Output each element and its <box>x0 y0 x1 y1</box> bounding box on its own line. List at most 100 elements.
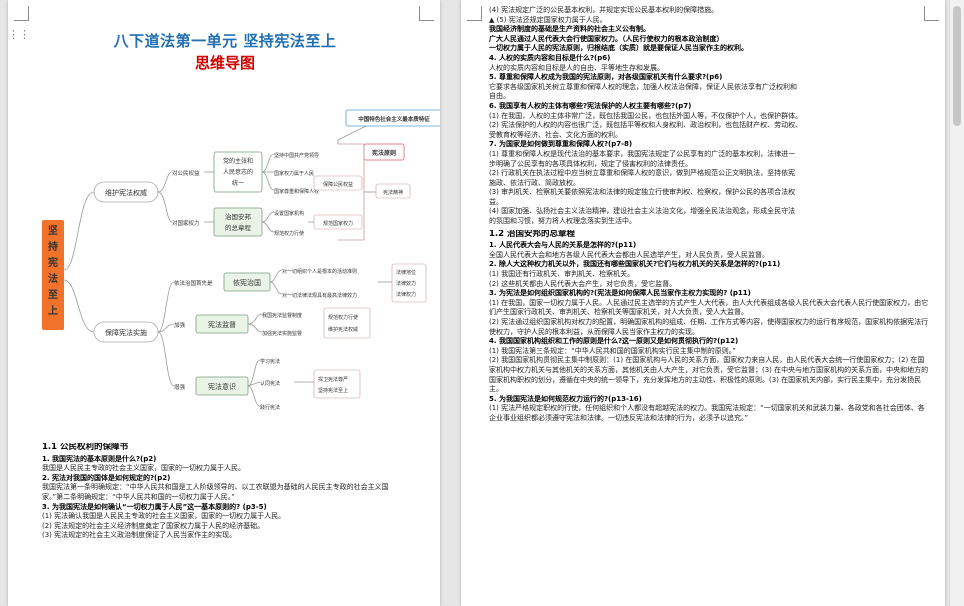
answer-line: 全国人民代表大会和地方各级人民代表大会都由人民选举产生，对人民负责，受人民监督。 <box>489 250 769 259</box>
answer-line: 我国是人民民主专政的社会主义国家，国家的一切权力属于人民。 <box>42 464 245 473</box>
question-line: 1. 人民代表大会与人民的关系是怎样的?(p11) <box>489 241 637 250</box>
section-heading: 1.2 治国安邦的总章程 <box>489 229 576 239</box>
branch-uphold-constitution: 维护宪法权威 <box>105 188 147 197</box>
answer-line: 人权的实质内容和目标是人的自由、平等地生存和发展。 <box>489 63 664 72</box>
doc-title: 八下道法第一单元 坚持宪法至上 <box>113 32 337 50</box>
item-practice-constitution: 践行宪法 <box>260 404 280 411</box>
drag-handle-icon[interactable]: ⋮⋮ <box>8 28 30 41</box>
item-power-belongs-people: 国家权力属于人民 <box>274 170 314 177</box>
item-party-leadership: 坚持中国共产党领导 <box>274 152 319 159</box>
answer-line: (2) 宪法保护的人权的内容也很广泛，既包括平等权和人身权利、政治权利，也包括财… <box>489 121 803 130</box>
question-line: 5. 为我国宪法是如何规范权力运行的?(p13-16) <box>489 394 642 403</box>
answer-line: ▲ (5) 宪法还规定国家权力属于人民。 <box>489 15 607 24</box>
answer-line: (2) 我国国家机构贯彻民主集中制原则：(1) 在国家机构与人民的关系方面，国家… <box>489 356 929 394</box>
scrollbar-thumb[interactable] <box>953 6 961 126</box>
answer-line: (4) 国家加强、弘扬社会主义法治精神，建设社会主义法治文化，增强全民法治观念，… <box>489 207 796 216</box>
answer-line: (2) 行政机关在执法过程中应当树立尊重和保障人权的意识，做到严格规范公正文明执… <box>489 169 796 178</box>
page-corner-mark <box>467 6 482 21</box>
answer-line: (1) 我国还有行政机关、审判机关、检察机关。 <box>489 270 635 279</box>
answer-line: (2) 这些机关都由人民代表大会产生，对它负责，受它监督。 <box>489 279 677 288</box>
item-regulate-power: 规范权力行使 <box>274 230 304 237</box>
right-page-text: (4) 宪法规定广泛的公民基本权利，并规定实现公民基本权利的保障措施。▲ (5)… <box>489 6 929 424</box>
branch2-sub1-label: 依法治国首先是 <box>174 279 213 287</box>
label-regulate-state-power: 规范国家权力 <box>323 220 353 227</box>
page-corner-mark <box>14 6 29 21</box>
branch1-sub2-label: 对国家权力 <box>172 219 200 227</box>
box-governance-line1: 治国安邦 <box>225 212 252 221</box>
question-line: 5. 尊重和保障人权成为我国的宪法原则，对各级国家机关有什么要求?(p6) <box>489 73 723 82</box>
branch-ensure-implementation: 保障宪法实施 <box>105 328 147 337</box>
box-govern-by-constitution: 依宪治国 <box>233 278 261 287</box>
question-line: 2. 除人大这种权力机关以外，我国还有哪些国家机关?它们与权力机关的关系是怎样的… <box>489 260 781 269</box>
question-line: 一切权力属于人民的宪法原则，归根结底（实质）就是要保证人民当家作主的权利。 <box>489 44 748 53</box>
branch1-sub1-label: 对公民权益 <box>172 169 200 177</box>
label-constitution-supreme: 坚持宪法至上 <box>318 387 348 394</box>
label-legal-status: 法律地位 <box>396 269 416 276</box>
branch2-sub3-label: 增强 <box>174 383 186 391</box>
answer-line: (2) 宪法规定的社会主义经济制度奠定了国家权力属于人民的经济基础。 <box>42 521 265 530</box>
question-line: 3. 为宪法是如何组织国家机构的?(宪法是如何保障人民当家作主权力实现的? (p… <box>489 289 751 298</box>
item-supervision-system: 我国宪法监督制度 <box>262 312 302 319</box>
item-human-rights: 国家尊重和保障人权 <box>274 188 319 195</box>
answer-line: 益。 <box>489 197 503 206</box>
answer-line: (1) 尊重和保障人权是现代法治的基本要求，我国宪法规定了公民享有的广泛的基本权… <box>489 149 796 158</box>
question-line: 广大人民通过人民代表大会行使国家权力。（人民行使权力的根本政治制度） <box>489 34 724 43</box>
box-constitution-principle: 宪法原则 <box>371 149 396 157</box>
answer-line: 我国宪法第一条明确规定：“中华人民共和国是工人阶级领导的、以工农联盟为基础的人民… <box>42 483 389 492</box>
question-line: 我国经济制度的基础是生产资料的社会主义公有制。 <box>489 25 650 34</box>
answer-line: (3) 宪法规定的社会主义政治制度保证了人民当家作主的实现。 <box>42 531 237 540</box>
label-uphold-authority: 维护宪法权威 <box>328 326 358 333</box>
mind-map: 坚持宪法至上 <box>42 109 440 411</box>
label-regulate-power-exercise: 规范权力行使 <box>328 314 358 321</box>
box-governance-line2: 的总章程 <box>225 223 252 232</box>
answer-line: 步明确了公民享有的各项具体权利，规定了侵害权利的法律责任。 <box>489 159 692 168</box>
box-constitution-supervision: 宪法监督 <box>208 320 236 329</box>
answer-line: 它要求各级国家机关树立尊重和保障人权的理念，加强人权法治保障，保证人民依法享有广… <box>489 82 797 91</box>
mindmap-root-label: 坚持宪法至上 <box>48 224 58 317</box>
answer-line: 施政、依法行政、简政放权。 <box>489 178 580 187</box>
answer-line: (4) 宪法规定广泛的公民基本权利，并规定实现公民基本权利的保障措施。 <box>489 6 719 14</box>
answer-line: 的氛围和习惯，努力将人权理念落实到生活中。 <box>489 217 636 226</box>
answer-line: (3) 审判机关、检察机关要依照宪法和法律的规定独立行使审判权、检察权，保护公民… <box>489 188 796 197</box>
label-socialism-feature: 中国特色社会主义最本质特征 <box>358 115 430 123</box>
box-party-people-line2: 人民意志的 <box>223 168 253 176</box>
answer-line: (1) 宪法确认我国是人民民主专政的社会主义国家，国家的一切权力属于人民。 <box>42 512 286 521</box>
question-line: 3. 为我国宪法是如何确认“一切权力属于人民”这一基本原则的? (p3-5) <box>42 502 267 511</box>
vertical-scrollbar[interactable] <box>949 0 964 606</box>
page-corner-mark <box>924 6 939 21</box>
question-line: 4. 人权的实质内容和目标是什么?(p6) <box>489 53 611 62</box>
box-party-people-line3: 统一 <box>232 179 244 187</box>
item-strengthen-supervision: 加强宪法实施监督 <box>262 330 302 337</box>
question-line: 4. 我国国家机构组织和工作的原则是什么?这一原则又是如何贯彻执行的?(p12) <box>489 337 739 346</box>
label-legal-power: 法律权力 <box>396 291 416 298</box>
answer-line: (1) 我国宪法第三条规定：“中华人民共和国的国家机构实行民主集中制的原则。” <box>489 346 736 355</box>
document-page-right: (4) 宪法规定广泛的公民基本权利，并规定实现公民基本权利的保障措施。▲ (5)… <box>461 0 945 606</box>
left-page-text: 1.1 公民权利的保障书 1. 我国宪法的基本原则是什么?(p2)我国是人民民主… <box>42 440 434 541</box>
answer-line: 家。”第二条明确规定：“中华人民共和国的一切权力属于人民。” <box>42 492 235 501</box>
answer-line: 自由。 <box>489 92 510 101</box>
label-defend-dignity: 捍卫宪法尊严 <box>318 376 348 383</box>
doc-subtitle: 思维导图 <box>194 54 255 72</box>
label-protect-rights: 保障公民权益 <box>323 181 353 188</box>
answer-line: (1) 在我国，国家一切权力属于人民。人民通过民主选举的方式产生人大代表，由人大… <box>489 298 929 317</box>
question-line: 6. 我国享有人权的主体有哪些?宪法保护的人权主要有哪些?(p7) <box>489 101 692 110</box>
item-set-institutions: 设置国家机构 <box>274 210 304 217</box>
item-identify-constitution: 认同宪法 <box>260 380 280 387</box>
mindmap-root <box>42 220 64 330</box>
branch2-sub2-label: 加强 <box>174 321 186 329</box>
answer-line: (1) 在我国，人权的主体非常广泛，既包括我国公民，也包括外国人等，不仅保护个人… <box>489 111 803 120</box>
question-line: 1. 我国宪法的基本原则是什么?(p2) <box>42 454 157 463</box>
label-legal-effect: 法律效力 <box>396 280 416 287</box>
question-line: 2. 宪法对我国的国体是如何规定的?(p2) <box>42 473 171 482</box>
question-line: 7. 为国家是如何做到尊重和保障人权?(p7-8) <box>489 140 633 149</box>
item-learn-constitution: 学习宪法 <box>260 358 280 365</box>
item-basic-norm: 对一切组织个人是根本的活动准则 <box>282 268 357 275</box>
box-constitution-awareness: 宪法意识 <box>208 382 236 391</box>
label-constitution-spirit: 宪法精神 <box>383 189 403 196</box>
section-heading: 1.1 公民权利的保障书 <box>42 443 129 452</box>
page-corner-mark <box>419 6 434 21</box>
answer-line: 受教育权等经济、社会、文化方面的权利。 <box>489 130 622 139</box>
item-supreme-effect: 对一切法律法规具有最高法律效力 <box>282 292 357 299</box>
box-party-people-line1: 党的主张和 <box>223 157 253 165</box>
answer-line: (2) 宪法通过组织国家机构对权力的配置，明确国家机构的组成、任期、工作方式等内… <box>489 318 929 336</box>
